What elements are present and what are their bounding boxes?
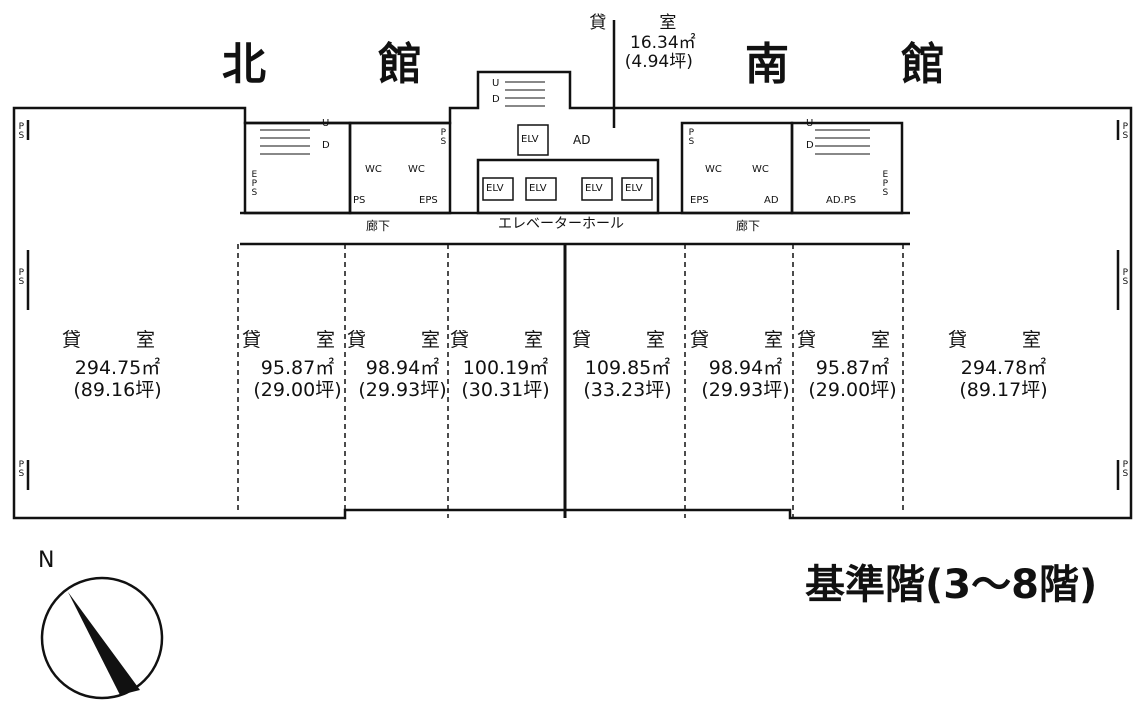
stair-up-2: U <box>492 78 500 89</box>
floor-title: 基準階(3〜8階) <box>805 562 1098 608</box>
north-building-title: 北 館 <box>222 39 456 90</box>
ps-wall-1: PS <box>16 122 27 140</box>
elevator-hall-label: エレベーターホール <box>498 216 624 232</box>
elevator-1: ELV <box>486 183 504 194</box>
eps-label-1: EPS <box>419 195 438 206</box>
ps-wall-5: PS <box>1120 268 1131 286</box>
corridor-north-label: 廊下 <box>366 219 391 233</box>
ps-wall-3: PS <box>16 460 27 478</box>
stair-up-1: U <box>322 118 330 129</box>
corridor-south-label: 廊下 <box>736 219 761 233</box>
stair-down-2: D <box>492 94 500 105</box>
stair-up-3: U <box>806 118 814 129</box>
wc-label-1: WC <box>365 164 382 175</box>
wc-label-4: WC <box>752 164 769 175</box>
wc-label-3: WC <box>705 164 722 175</box>
ad-label: AD <box>764 195 779 206</box>
elevator-3: ELV <box>585 183 603 194</box>
south-building-title: 南 館 <box>745 39 979 90</box>
ps-wall-4: PS <box>1120 122 1131 140</box>
compass-icon <box>40 576 164 700</box>
stair-down-3: D <box>806 140 814 151</box>
eps-label-2: EPS <box>690 195 709 206</box>
eps-vertical-2: EPS <box>880 170 891 197</box>
eps-vertical-1: EPS <box>249 170 260 197</box>
ps-wall-6: PS <box>1120 460 1131 478</box>
ps-label-1: PS <box>353 195 366 206</box>
ps-vertical-1: PS <box>438 128 449 146</box>
elevator-5: ELV <box>521 134 539 145</box>
ps-wall-2: PS <box>16 268 27 286</box>
north-label: N <box>38 548 55 573</box>
stair-down-1: D <box>322 140 330 151</box>
ad-top-label: AD <box>573 133 591 147</box>
ps-vertical-2: PS <box>686 128 697 146</box>
ad-ps-label: AD.PS <box>826 195 857 206</box>
elevator-2: ELV <box>529 183 547 194</box>
top-room-label: 貸 室 16.34㎡ (4.94坪) <box>589 13 696 73</box>
wc-label-2: WC <box>408 164 425 175</box>
elevator-4: ELV <box>625 183 643 194</box>
